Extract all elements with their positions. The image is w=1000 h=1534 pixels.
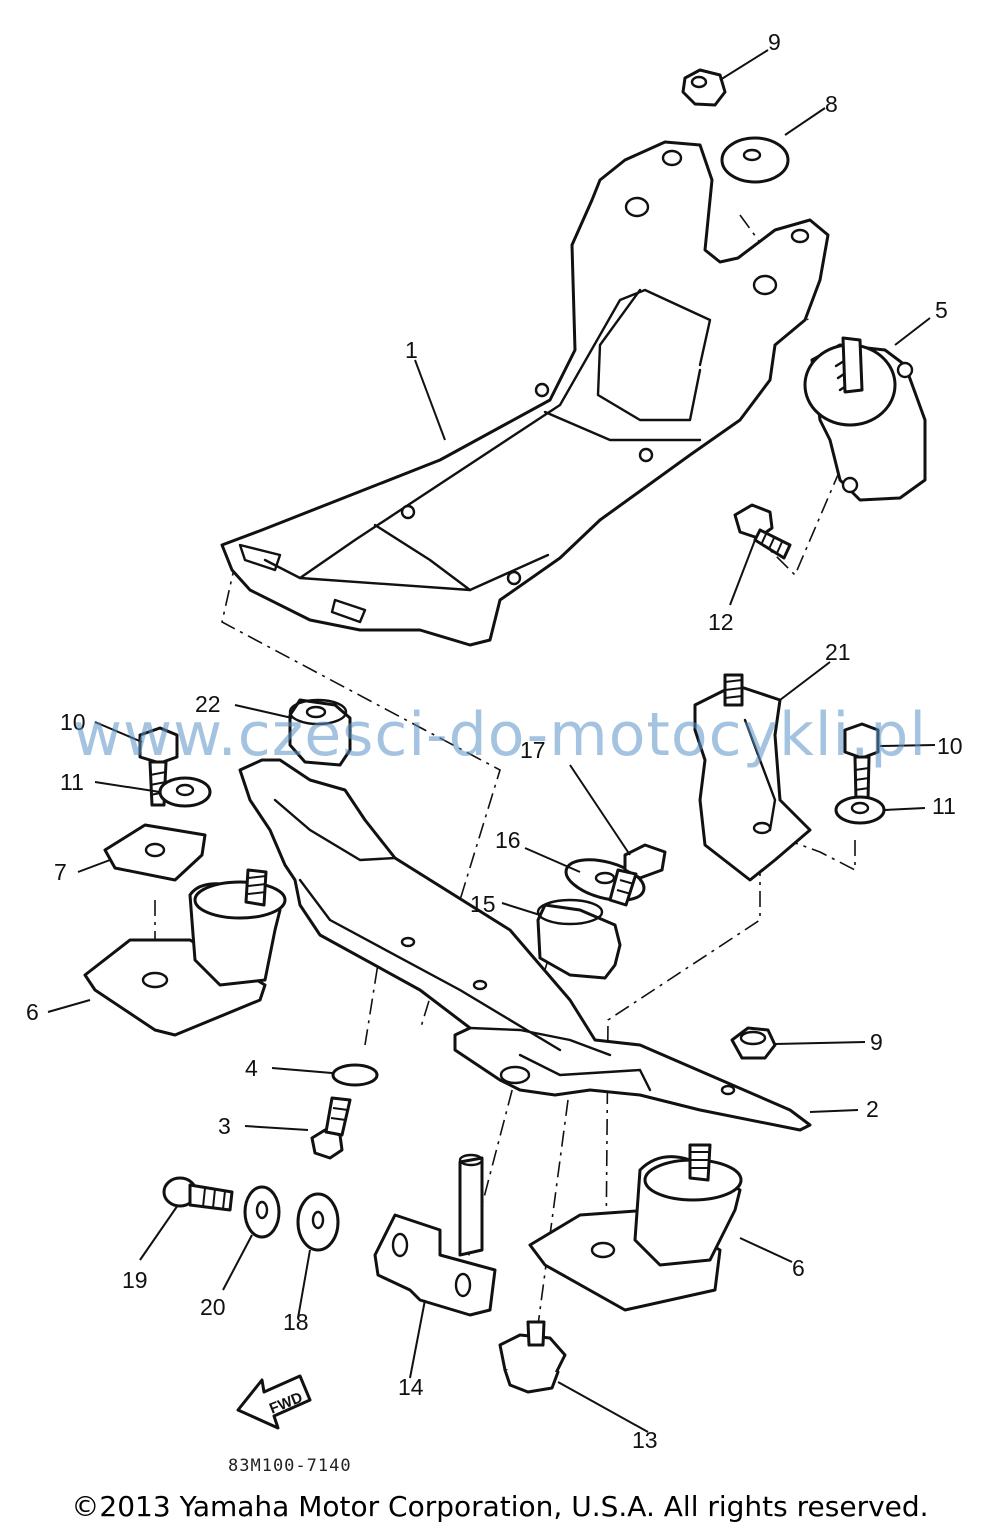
part-8-washer xyxy=(720,136,790,184)
callout-4: 4 xyxy=(245,1055,258,1081)
part-19-bolt xyxy=(162,1176,234,1212)
callout-10b: 10 xyxy=(937,733,963,759)
callout-3: 3 xyxy=(218,1113,231,1139)
callout-19: 19 xyxy=(122,1267,148,1293)
callout-2: 2 xyxy=(866,1096,879,1122)
callout-1: 1 xyxy=(405,337,418,363)
callout-12: 12 xyxy=(708,609,734,635)
callout-17: 17 xyxy=(520,737,546,763)
callout-11a: 11 xyxy=(60,769,84,795)
part-17-bolt xyxy=(608,843,667,907)
part-20-washer xyxy=(243,1185,281,1239)
callout-10a: 10 xyxy=(60,709,86,735)
part-11a-washer xyxy=(158,776,212,808)
callout-8: 8 xyxy=(825,91,838,117)
callout-9b: 9 xyxy=(870,1029,883,1055)
part-6a-rubber-mount xyxy=(83,868,287,1037)
callout-16: 16 xyxy=(495,827,521,853)
part-15-bushing xyxy=(536,898,622,980)
part-18-washer xyxy=(296,1192,340,1252)
part-22-spacer xyxy=(288,698,352,767)
callouts: 1 2 3 4 5 6 6 7 8 9 9 10 10 11 11 12 13 … xyxy=(26,29,963,1453)
callout-15: 15 xyxy=(470,891,496,917)
callout-9a: 9 xyxy=(768,29,781,55)
callout-14: 14 xyxy=(398,1374,424,1400)
drawing-code: 83M100-7140 xyxy=(228,1456,352,1476)
part-10b-bolt xyxy=(843,722,880,802)
fwd-arrow-icon: FWD xyxy=(236,1374,312,1430)
part-14-bracket xyxy=(373,1153,497,1317)
callout-11b: 11 xyxy=(932,793,956,819)
leader-lines xyxy=(47,49,936,1433)
callout-6a: 6 xyxy=(26,999,39,1025)
part-2-crossmember xyxy=(238,758,812,1132)
part-1-skid-plate xyxy=(220,140,830,647)
part-7-plate xyxy=(103,823,207,882)
callout-22: 22 xyxy=(195,691,221,717)
part-9b-nut xyxy=(730,1026,777,1060)
part-11b-washer xyxy=(834,795,886,825)
copyright-notice: ©2013 Yamaha Motor Corporation, U.S.A. A… xyxy=(71,1490,929,1523)
part-13-damper xyxy=(498,1320,567,1394)
part-6b-rubber-mount xyxy=(528,1143,743,1312)
part-3-bolt xyxy=(310,1096,352,1160)
part-5-engine-mount xyxy=(803,336,927,502)
part-12-bolt xyxy=(733,503,792,560)
callout-20: 20 xyxy=(200,1294,226,1320)
callout-5: 5 xyxy=(935,297,948,323)
callout-13: 13 xyxy=(632,1427,658,1453)
part-4-washer xyxy=(331,1063,379,1087)
callout-6b: 6 xyxy=(792,1255,805,1281)
part-9a-nut xyxy=(681,68,727,107)
part-21-bracket xyxy=(693,673,812,882)
callout-21: 21 xyxy=(825,639,851,665)
callout-18: 18 xyxy=(283,1309,309,1335)
callout-7: 7 xyxy=(54,859,67,885)
